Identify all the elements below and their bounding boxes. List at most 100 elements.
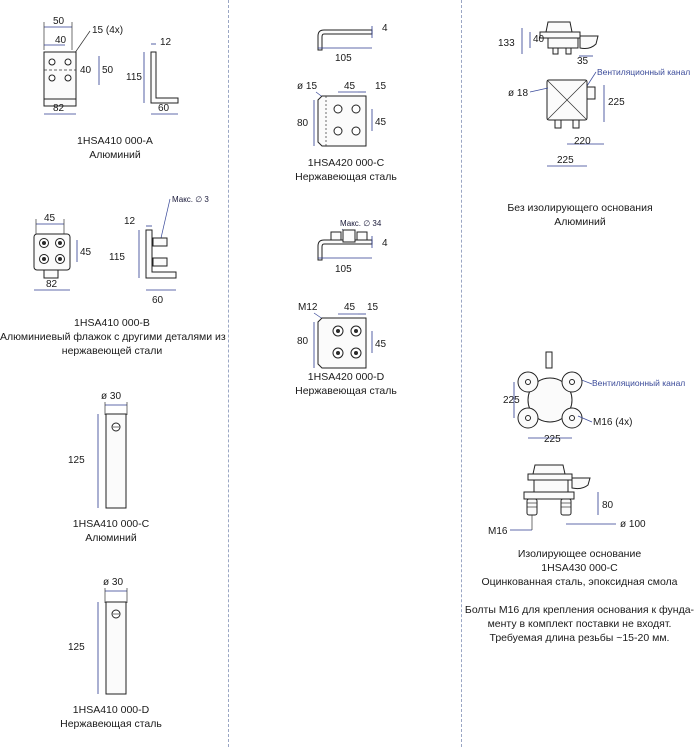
dim-a-60: 60	[158, 103, 170, 114]
dim-e-80: 80	[297, 118, 309, 129]
figure-1hsa420-c: 4 105 ø 15 45 15 80 45	[297, 23, 388, 147]
dim-g-133: 133	[498, 38, 515, 49]
dim-f-45b: 45	[375, 339, 387, 350]
dim-h-d100: ø 100	[620, 519, 646, 530]
figure-1hsa420-d: Макс. ∅ 34 4 105 M12 45 15 80 45	[297, 219, 388, 369]
dim-g-d18: ø 18	[508, 88, 528, 99]
caption-1hsa410-b: 1HSA410 000-B Алюминиевый флажок с други…	[0, 316, 226, 358]
caption-f-code: 1HSA420 000-D	[307, 371, 385, 383]
dim-d-d30: ø 30	[103, 577, 123, 588]
dim-b-45b: 45	[80, 247, 92, 258]
column-divider-1	[228, 0, 229, 747]
column-divider-2	[461, 0, 462, 747]
caption-no-insulating-base: Без изолирующего основания Алюминий	[490, 201, 670, 229]
dim-e-105: 105	[335, 53, 352, 64]
dim-f-m12: M12	[298, 302, 318, 313]
figure-no-insulating-base: 133 40 35 Вентиляционный канал ø 18 225 …	[498, 21, 690, 167]
dim-f-4: 4	[382, 238, 388, 249]
dim-e-45b: 45	[375, 117, 387, 128]
caption-g-line1: Без изолирующего основания	[507, 202, 653, 214]
caption-f-material: Нержавеющая сталь	[295, 385, 397, 397]
dim-g-35: 35	[577, 56, 589, 67]
dim-c-d30: ø 30	[101, 391, 121, 402]
dim-h-225a: 225	[503, 395, 520, 406]
dim-e-45a: 45	[344, 81, 356, 92]
caption-b-code: 1HSA410 000-B	[74, 317, 150, 329]
dim-a-50b: 50	[102, 65, 114, 76]
label-vent-channel-g: Вентиляционный канал	[597, 67, 690, 77]
dim-e-4: 4	[382, 23, 388, 34]
bracket-side-b	[145, 229, 177, 279]
caption-e-material: Нержавеющая сталь	[295, 171, 397, 183]
dim-a-15-4x: 15 (4x)	[92, 25, 123, 36]
dim-f-80: 80	[297, 336, 309, 347]
dim-f-max: Макс. ∅ 34	[340, 219, 382, 228]
plate-b	[33, 233, 71, 271]
caption-1hsa420-d: 1HSA420 000-D Нержавеющая сталь	[266, 370, 426, 398]
bracket-top-f	[317, 239, 373, 261]
dim-a-12: 12	[160, 37, 172, 48]
rod-d	[105, 601, 127, 695]
dim-g-225a: 225	[608, 97, 625, 108]
caption-h-note3: Требуемая длина резьбы ~15-20 мм.	[489, 632, 670, 644]
dim-c-125: 125	[68, 455, 85, 466]
caption-h-line1: Изолирующее основание	[517, 548, 642, 560]
caption-1hsa420-c: 1HSA420 000-C Нержавеющая сталь	[266, 156, 426, 184]
dim-e-15b: 15	[375, 81, 387, 92]
caption-e-code: 1HSA420 000-C	[307, 157, 385, 169]
dim-h-225b: 225	[544, 434, 561, 445]
caption-d-material: Нержавеющая сталь	[60, 718, 162, 730]
caption-b-material-2: нержавеющей стали	[61, 345, 163, 357]
dim-b-115: 115	[109, 252, 125, 263]
dim-a-115: 115	[126, 72, 142, 83]
figure-1hsa410-b: 45 45 82 Макс. ∅ 3 12 115 60	[33, 195, 209, 306]
figure-1hsa410-c: ø 30 125	[68, 391, 128, 509]
caption-c-code: 1HSA410 000-C	[72, 518, 150, 530]
plate-e	[317, 95, 367, 147]
caption-h-note1: Болты М16 для крепления основания к фунд…	[464, 604, 695, 616]
caption-h-line2: 1HSA430 000-C	[541, 562, 618, 574]
caption-a-material: Алюминий	[89, 149, 141, 161]
caption-h-line3: Оцинкованная сталь, эпоксидная смола	[481, 576, 678, 588]
dim-f-105: 105	[335, 264, 352, 275]
caption-b-material-1: Алюминиевый флажок с другими деталями из	[0, 331, 226, 343]
caption-1hsa410-d: 1HSA410 000-D Нержавеющая сталь	[36, 703, 186, 731]
dim-b-max: Макс. ∅ 3	[172, 195, 209, 204]
caption-1hsa410-c: 1HSA410 000-C Алюминий	[36, 517, 186, 545]
plate-a	[43, 51, 77, 100]
dim-f-45a: 45	[344, 302, 356, 313]
dim-a-40: 40	[55, 35, 67, 46]
figure-1hsa410-d: ø 30 125	[68, 577, 128, 695]
dim-d-125: 125	[68, 642, 85, 653]
label-vent-channel-h: Вентиляционный канал	[592, 378, 685, 388]
dim-h-m16: M16	[488, 526, 508, 537]
base-top-view-h	[527, 377, 573, 423]
dim-b-60: 60	[152, 295, 164, 306]
caption-c-material: Алюминий	[85, 532, 137, 544]
caption-insulating-base: Изолирующее основание 1HSA430 000-C Оцин…	[462, 547, 697, 645]
figure-insulating-base: Вентиляционный канал 225 225 M16 (4x) 80…	[488, 351, 685, 537]
dim-b-45a: 45	[44, 213, 56, 224]
figure-1hsa410-a: 50 40 15 (4x) 40 50 82 12 115 60	[43, 16, 179, 115]
dim-b-12: 12	[124, 216, 136, 227]
caption-a-code: 1HSA410 000-A	[77, 135, 153, 147]
dim-g-220: 220	[574, 136, 591, 147]
dim-g-225b: 225	[557, 155, 574, 166]
rod-c	[105, 413, 127, 509]
caption-1hsa410-a: 1HSA410 000-A Алюминий	[40, 134, 190, 162]
plate-f	[317, 317, 367, 369]
dim-f-15: 15	[367, 302, 379, 313]
dim-h-m16x4: M16 (4x)	[593, 417, 632, 428]
dim-e-d15: ø 15	[297, 81, 317, 92]
dim-a-50: 50	[53, 16, 65, 27]
caption-g-line2: Алюминий	[554, 216, 606, 228]
dim-a-40b: 40	[80, 65, 92, 76]
dim-b-82: 82	[46, 279, 58, 290]
dim-g-40: 40	[533, 34, 545, 45]
caption-d-code: 1HSA410 000-D	[72, 704, 150, 716]
dim-h-80: 80	[602, 500, 614, 511]
bracket-side-a	[150, 51, 179, 104]
bracket-top-e	[317, 29, 373, 51]
dim-a-82: 82	[53, 103, 65, 114]
